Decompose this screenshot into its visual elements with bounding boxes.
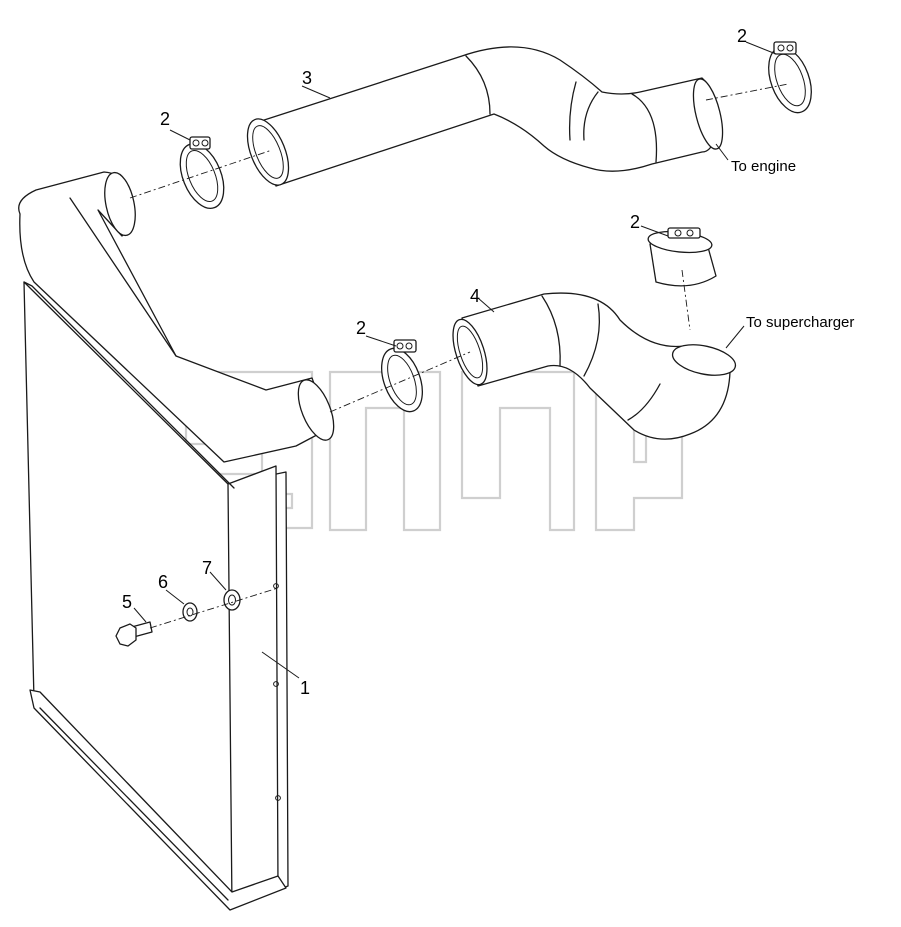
hose-clamp-upper-left [179,136,225,209]
callout-6: 6 [158,572,168,592]
note-to-engine: To engine [731,158,796,175]
callout-numbers: 1 2 2 2 2 3 4 5 6 7 [122,26,747,698]
washer [182,602,198,622]
lower-intake-duct [452,292,737,440]
callout-1: 1 [300,678,310,698]
callout-2-lower-right: 2 [630,212,640,232]
callout-3: 3 [302,68,312,88]
callout-2-upper-right: 2 [737,26,747,46]
callout-2-upper-left: 2 [160,109,170,129]
bolt [115,621,153,647]
callout-7: 7 [202,558,212,578]
leader-lines [133,41,777,679]
upper-intake-duct [246,46,724,187]
callout-2-lower-left: 2 [356,318,366,338]
hose-clamp-lower-left [381,339,423,413]
hose-clamp-upper-right [768,41,812,114]
callout-5: 5 [122,592,132,612]
intercooler-core [18,171,335,911]
assembly-axes [129,83,789,629]
hose-clamp-lower-right [647,227,717,287]
note-to-supercharger: To supercharger [746,314,854,331]
callout-4: 4 [470,286,480,306]
